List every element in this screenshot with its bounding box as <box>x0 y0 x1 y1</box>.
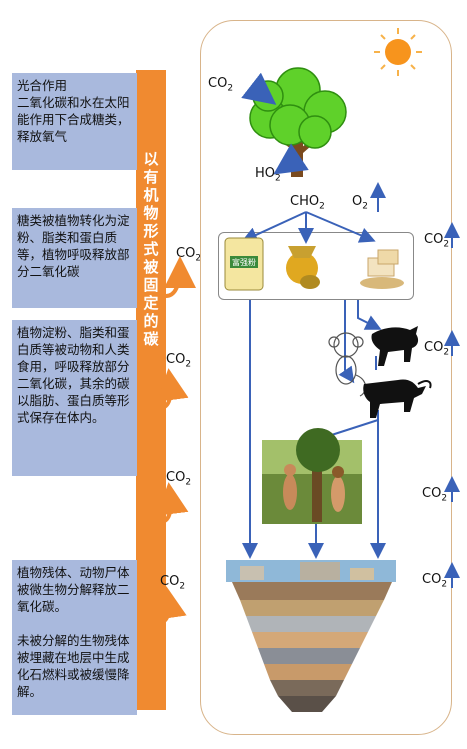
decomposition-box: 植物残体、动物尸体被微生物分解释放二氧化碳。 未被分解的生物残体被埋藏在地层中生… <box>12 560 137 715</box>
orange-release-arrows <box>154 256 196 624</box>
plant-conversion-box: 糖类被植物转化为淀粉、脂类和蛋白质等，植物呼吸释放部分二氧化碳 <box>12 208 137 308</box>
monkey-icon <box>328 332 367 397</box>
cycle-frame <box>200 20 452 735</box>
oil-icon <box>286 246 320 289</box>
cho2-label: CHO2 <box>290 194 325 212</box>
tree-co2-in-label: CO2 <box>208 76 234 94</box>
soil-strata-image <box>226 560 396 712</box>
tree-icon <box>249 67 347 177</box>
co2-right-label-2: CO2 <box>424 340 450 358</box>
photosynthesis-box: 光合作用 二氧化碳和水在太阳能作用下合成糖类，释放氧气 <box>12 73 137 170</box>
tofu-icon <box>360 249 404 289</box>
co2-right-label-1: CO2 <box>424 232 450 250</box>
co2-right-label-4: CO2 <box>422 572 448 590</box>
o2-label: O2 <box>352 194 368 212</box>
vertical-title: 以有机物形式被固定的碳 <box>143 150 159 348</box>
buffalo-icon <box>363 379 432 418</box>
sun-icon <box>374 28 422 76</box>
animal-consumption-box: 植物淀粉、脂类和蛋白质等被动物和人类食用，呼吸释放部分二氧化碳，其余的碳以脂肪、… <box>12 320 137 476</box>
co2-label-left-2: CO2 <box>166 352 192 370</box>
co2-right-label-3: CO2 <box>422 486 448 504</box>
tree-ho2-out-label: HO2 <box>255 166 281 184</box>
garden-scene-image <box>262 428 362 524</box>
panther-icon <box>371 326 419 366</box>
flour-bag-icon <box>224 237 264 291</box>
flour-bag-text: 富强粉 <box>232 258 256 267</box>
